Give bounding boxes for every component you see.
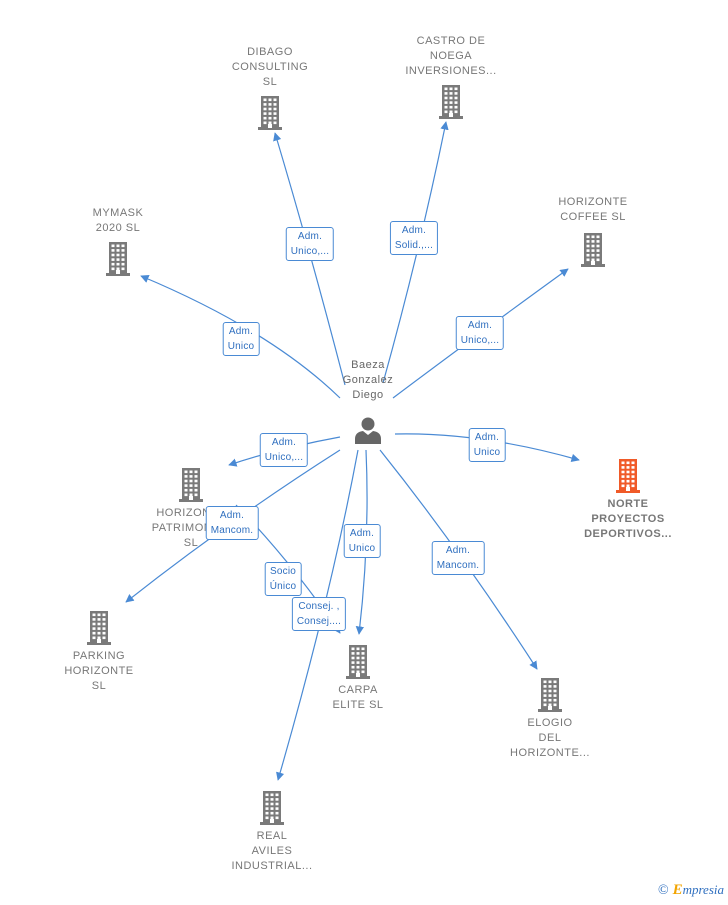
company-label-line: DEPORTIVOS... bbox=[584, 528, 672, 540]
company-label-line: HORIZONTE bbox=[64, 665, 134, 677]
relation-text: Adm. bbox=[228, 326, 254, 337]
company-label-line: SL bbox=[91, 680, 107, 692]
company-node-parking-horizonte[interactable]: PARKING HORIZONTE SL bbox=[24, 609, 174, 694]
company-node-horizonte-coffee[interactable]: HORIZONTE COFFEE SL bbox=[518, 195, 668, 267]
building-icon bbox=[106, 242, 130, 276]
company-label-line: PROYECTOS bbox=[591, 513, 665, 525]
company-node-castro-de-noega[interactable]: CASTRO DE NOEGA INVERSIONES... bbox=[376, 34, 526, 119]
relation-text: Unico bbox=[348, 543, 376, 554]
person-name-line-2: Gonzalez bbox=[342, 374, 394, 386]
relation-text: Socio bbox=[269, 566, 297, 577]
building-icon bbox=[87, 611, 111, 645]
person-name-line-1: Baeza bbox=[351, 359, 385, 371]
company-label-line: CONSULTING bbox=[231, 61, 309, 73]
company-node-carpa-elite[interactable]: CARPA ELITE SL bbox=[283, 643, 433, 713]
company-label-line: AVILES bbox=[251, 845, 293, 857]
company-label-line: REAL bbox=[256, 830, 288, 842]
relation-text: Adm. bbox=[349, 528, 375, 539]
company-label-line: DEL bbox=[538, 732, 562, 744]
brand-logo-initial: E bbox=[672, 882, 683, 898]
copyright-icon: © bbox=[657, 883, 669, 898]
building-icon bbox=[260, 791, 284, 825]
relation-label-norte[interactable]: Adm. Unico bbox=[468, 428, 506, 462]
relation-label-carpa-consej[interactable]: Consej. , Consej.... bbox=[291, 597, 347, 631]
relation-label-dibago[interactable]: Adm. Unico,... bbox=[285, 227, 335, 261]
company-label-line: INVERSIONES... bbox=[405, 65, 497, 77]
relation-text: Solid.,... bbox=[394, 240, 434, 251]
relation-text: Unico bbox=[473, 447, 501, 458]
relation-text: Unico bbox=[227, 341, 255, 352]
company-label-line: NOEGA bbox=[429, 50, 473, 62]
building-icon bbox=[538, 678, 562, 712]
relation-text: Adm. bbox=[445, 545, 471, 556]
relation-label-elogio[interactable]: Adm. Mancom. bbox=[431, 541, 485, 575]
company-node-real-aviles-industrial[interactable]: REAL AVILES INDUSTRIAL... bbox=[197, 789, 347, 874]
company-label-line: ELITE SL bbox=[332, 699, 384, 711]
relation-label-carpa-socio[interactable]: Socio Único bbox=[264, 562, 302, 596]
person-node-center[interactable]: Baeza Gonzalez Diego bbox=[293, 358, 443, 445]
brand-logo-text: mpresia bbox=[682, 882, 724, 897]
building-icon bbox=[581, 233, 605, 267]
relation-label-mymask[interactable]: Adm. Unico bbox=[222, 322, 260, 356]
building-icon bbox=[179, 468, 203, 502]
relation-text: Único bbox=[269, 581, 297, 592]
building-icon bbox=[258, 96, 282, 130]
relation-text: Adm. bbox=[401, 225, 427, 236]
company-label-line: ELOGIO bbox=[527, 717, 573, 729]
relation-text: Adm. bbox=[219, 510, 245, 521]
company-label-line: HORIZONTE... bbox=[510, 747, 590, 759]
company-node-elogio-del-horizonte[interactable]: ELOGIO DEL HORIZONTE... bbox=[475, 676, 625, 761]
brand-footer[interactable]: ©Empresia bbox=[658, 882, 724, 899]
company-label-line: DIBAGO bbox=[247, 46, 293, 58]
building-icon bbox=[439, 85, 463, 119]
relation-text: Adm. bbox=[271, 437, 297, 448]
company-label-line: SL bbox=[183, 537, 199, 549]
company-node-dibago[interactable]: DIBAGO CONSULTING SL bbox=[195, 45, 345, 130]
company-label-line: CARPA bbox=[338, 684, 378, 696]
relation-text: Consej. , bbox=[298, 601, 340, 612]
relation-text: Adm. bbox=[474, 432, 500, 443]
company-node-norte-proyectos[interactable]: NORTE PROYECTOS DEPORTIVOS... bbox=[553, 457, 703, 542]
person-name-line-3: Diego bbox=[352, 389, 384, 401]
company-label-line: SL bbox=[262, 76, 278, 88]
relation-text: Unico,... bbox=[264, 452, 304, 463]
relation-text: Unico,... bbox=[460, 335, 500, 346]
relation-label-carpa-adm[interactable]: Adm. Unico bbox=[343, 524, 381, 558]
company-label-line: PARKING bbox=[72, 650, 126, 662]
company-node-mymask[interactable]: MYMASK 2020 SL bbox=[43, 206, 193, 276]
company-label-line: 2020 SL bbox=[95, 222, 141, 234]
relation-label-parking[interactable]: Adm. Mancom. bbox=[205, 506, 259, 540]
company-label-line: CASTRO DE bbox=[416, 35, 486, 47]
relation-text: Adm. bbox=[297, 231, 323, 242]
relation-label-coffee[interactable]: Adm. Unico,... bbox=[455, 316, 505, 350]
building-icon bbox=[616, 459, 640, 493]
company-label-line: NORTE bbox=[607, 498, 649, 510]
company-label-line: COFFEE SL bbox=[560, 211, 626, 223]
relation-text: Mancom. bbox=[436, 560, 480, 571]
company-label-line: INDUSTRIAL... bbox=[231, 860, 313, 872]
relation-text: Adm. bbox=[467, 320, 493, 331]
relation-label-castro[interactable]: Adm. Solid.,... bbox=[389, 221, 439, 255]
building-icon bbox=[346, 645, 370, 679]
person-icon bbox=[355, 417, 381, 444]
relation-text: Unico,... bbox=[290, 246, 330, 257]
relation-text: Consej.... bbox=[296, 616, 342, 627]
relation-label-patrimonial[interactable]: Adm. Unico,... bbox=[259, 433, 309, 467]
company-label-line: HORIZONTE bbox=[558, 196, 628, 208]
relation-text: Mancom. bbox=[210, 525, 254, 536]
company-label-line: MYMASK bbox=[92, 207, 144, 219]
